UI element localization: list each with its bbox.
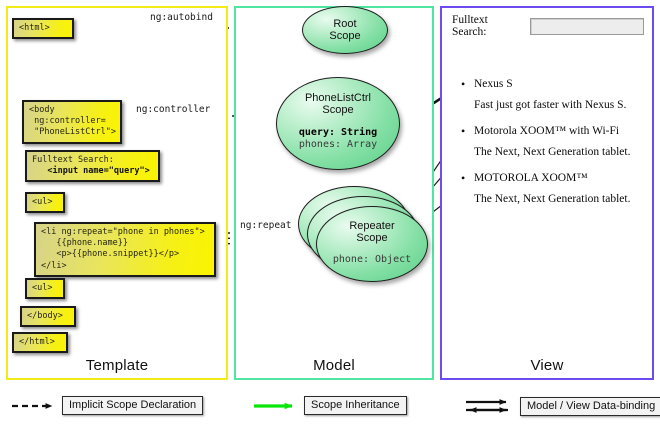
view-panel-content: Fulltext Search: Nexus S Fast just got f…	[452, 14, 644, 205]
scope-prop-phone: phone: Object	[332, 253, 412, 265]
green-arrow-icon	[254, 402, 293, 409]
column-view: View	[440, 6, 654, 380]
connector-label-controller: ng:controller	[136, 104, 211, 115]
code-box-html-close: </html>	[12, 332, 68, 354]
view-search-row: Fulltext Search:	[452, 14, 644, 38]
legend-label-scope-inheritance: Scope Inheritance	[304, 396, 407, 415]
column-label-view: View	[530, 357, 564, 374]
legend-label-model-view-data-binding: Model / View Data-binding	[520, 396, 660, 416]
code-box-body-close: </body>	[20, 306, 76, 328]
scope-prop-phones: phones: Array	[298, 138, 378, 150]
view-phone-name: Motorola XOOM™ with Wi-Fi	[452, 124, 644, 139]
double-arrow-icon	[466, 399, 508, 413]
code-box-ul-open: <ul>	[25, 192, 65, 214]
legend-label-implicit-scope-declaration: Implicit Scope Declaration	[62, 396, 204, 415]
scope-repeater-title: Repeater Scope	[349, 220, 395, 245]
column-label-template: Template	[85, 357, 149, 374]
scope-prop-query: query: String	[298, 126, 378, 138]
dashed-arrow-icon	[12, 402, 53, 409]
legend-entry-scope-inheritance: Scope Inheritance	[252, 396, 407, 415]
fulltext-search-input-code: <input name="query">	[32, 166, 150, 177]
view-phone-snippet: The Next, Next Generation tablet.	[474, 146, 631, 158]
code-box-fulltext-search: Fulltext Search: <input name="query">	[25, 150, 160, 183]
view-search-input[interactable]	[530, 17, 644, 35]
legend: Implicit Scope Declaration Scope Inherit…	[0, 388, 660, 435]
scope-root: Root Scope	[302, 6, 388, 54]
connector-label-repeat: ng:repeat	[240, 220, 292, 231]
legend-entry-implicit-scope-declaration: Implicit Scope Declaration	[10, 396, 204, 415]
code-box-html-open: <html>	[12, 18, 74, 40]
code-box-ul-close: <ul>	[25, 278, 65, 300]
fulltext-search-label: Fulltext Search:	[32, 155, 114, 165]
scope-root-title: Root Scope	[329, 17, 361, 42]
view-phone-name: MOTOROLA XOOM™	[452, 171, 644, 186]
scope-repeater: Repeater Scope phone: Object	[316, 206, 428, 282]
view-search-label: Fulltext Search:	[452, 14, 488, 38]
code-box-body-controller: <body ng:controller= "PhoneListCtrl">	[22, 100, 122, 144]
view-phone-snippet: The Next, Next Generation tablet.	[474, 193, 631, 205]
scope-phonelistctrl: PhoneListCtrl Scope query: String phones…	[276, 77, 400, 170]
view-phone-name: Nexus S	[452, 77, 644, 92]
legend-entry-model-view-data-binding: Model / View Data-binding	[464, 396, 660, 416]
connector-label-autobind: ng:autobind	[150, 12, 213, 23]
view-phone-item: Nexus S Fast just got faster with Nexus …	[452, 77, 644, 111]
view-phone-item: Motorola XOOM™ with Wi-Fi The Next, Next…	[452, 124, 644, 158]
view-phone-item: MOTOROLA XOOM™ The Next, Next Generation…	[452, 171, 644, 205]
view-phone-snippet: Fast just got faster with Nexus S.	[474, 99, 627, 111]
scope-phonelistctrl-title: PhoneListCtrl Scope	[304, 92, 372, 117]
column-label-model: Model	[313, 357, 355, 374]
view-phone-list: Nexus S Fast just got faster with Nexus …	[452, 77, 644, 205]
code-box-li-ng-repeat: <li ng:repeat="phone in phones"> {{phone…	[34, 222, 216, 277]
